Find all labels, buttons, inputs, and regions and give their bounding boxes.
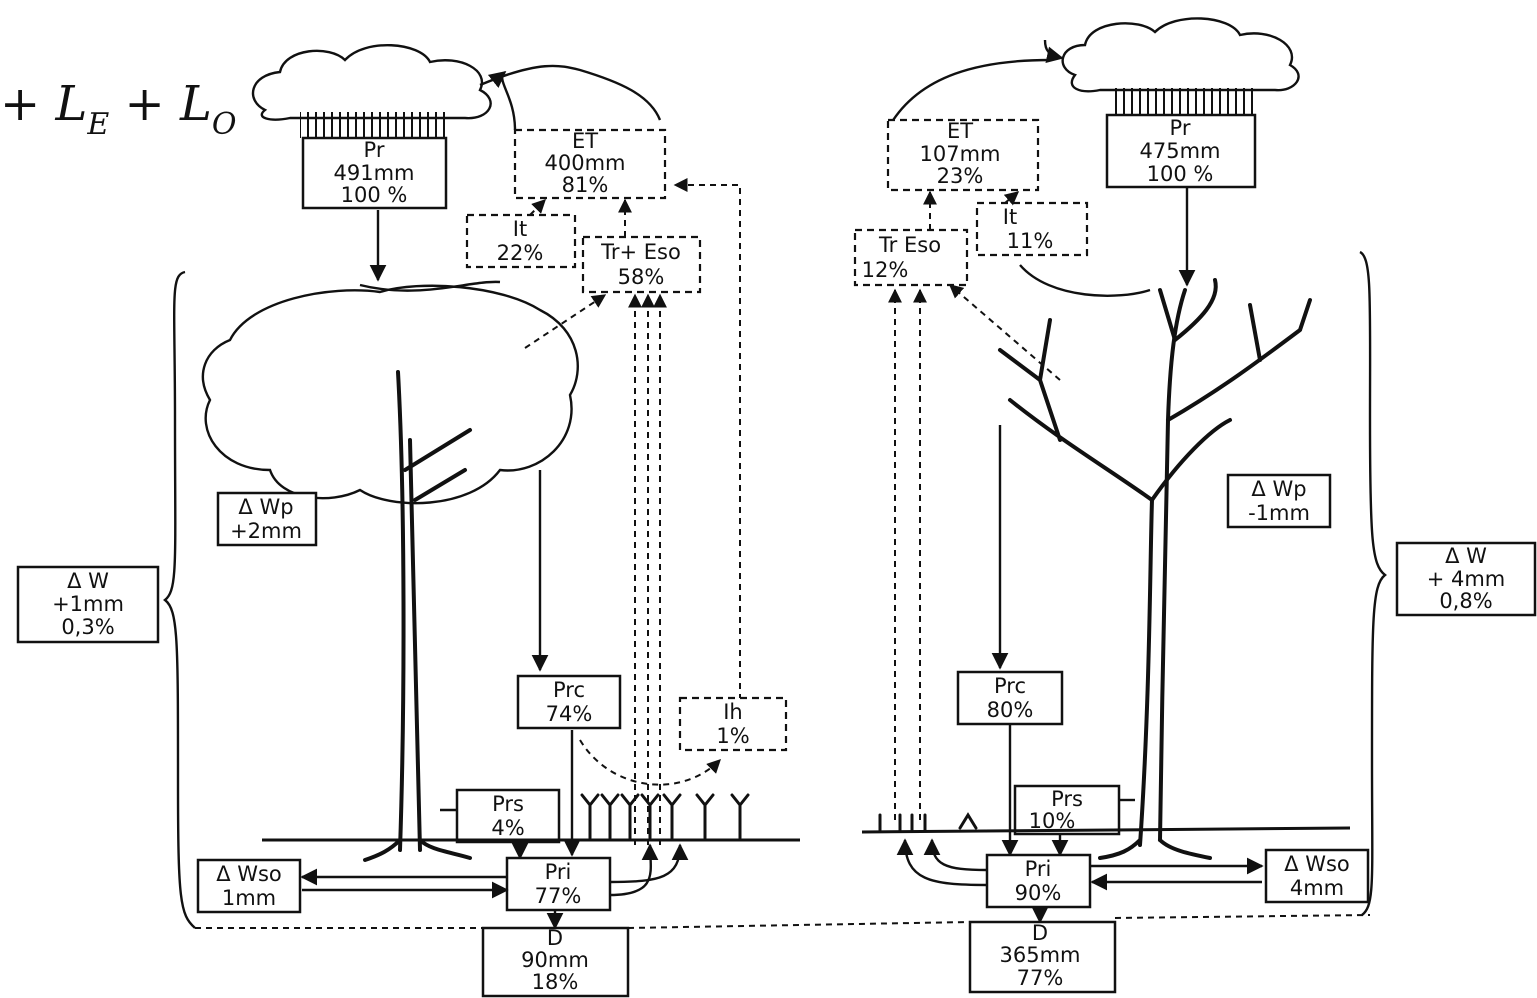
right-pr-pct: 100 % [1147, 162, 1214, 186]
right-dwp-label: Δ Wp [1251, 477, 1306, 501]
left-pri-pct: 77% [535, 884, 582, 908]
right-tr-label: Tr Eso [878, 233, 941, 257]
left-dwp-mm: +2mm [230, 519, 302, 543]
left-dw-mm: +1mm [52, 592, 124, 616]
left-et-pct: 81% [562, 173, 609, 197]
left-understory-icon [582, 795, 748, 838]
right-dwso-mm: 4mm [1290, 876, 1344, 900]
left-et-mm: 400mm [545, 151, 626, 175]
left-dwso-label: Δ Wso [216, 862, 282, 886]
left-d-mm: 90mm [521, 948, 589, 972]
right-prc-pct: 80% [987, 698, 1034, 722]
right-et-label: ET [947, 119, 973, 143]
left-cloud-icon [253, 45, 491, 119]
left-d-pct: 18% [532, 970, 579, 994]
right-dwso-label: Δ Wso [1284, 852, 1350, 876]
right-it-pct: 11% [1007, 229, 1054, 253]
left-dw-label: Δ W [67, 569, 109, 593]
left-d-label: D [547, 926, 563, 950]
equation-fragment: + LE + LO [0, 76, 236, 142]
right-prc-label: Prc [994, 674, 1026, 698]
left-stand: Pr 491mm 100 % ET 400mm 81% It 22% Tr+ E… [18, 45, 800, 996]
right-pri-label: Pri [1025, 857, 1052, 881]
right-stand: ET 107mm 23% Pr 475mm 100 % It 11% Tr Es… [855, 18, 1535, 992]
left-prs-pct: 4% [491, 816, 524, 840]
right-dw-pct: 0,8% [1439, 589, 1492, 613]
right-et-pct: 23% [937, 164, 984, 188]
left-pr-label: Pr [364, 138, 385, 162]
right-et-mm: 107mm [920, 142, 1001, 166]
right-pr-label: Pr [1170, 116, 1191, 140]
right-d-mm: 365mm [1000, 943, 1081, 967]
left-pri-label: Pri [545, 860, 572, 884]
right-dwp-mm: -1mm [1248, 501, 1310, 525]
left-it-pct: 22% [497, 241, 544, 265]
right-cloud-icon [1063, 18, 1299, 91]
left-dwso-mm: 1mm [222, 886, 276, 910]
right-dw-label: Δ W [1445, 544, 1487, 568]
left-prs-label: Prs [492, 792, 524, 816]
left-rain-icon [300, 112, 445, 138]
right-d-pct: 77% [1017, 966, 1064, 990]
right-prs-label: Prs [1051, 787, 1083, 811]
left-ih-label: Ih [723, 700, 743, 724]
right-dw-mm: + 4mm [1427, 567, 1506, 591]
right-it-label: It [1003, 205, 1017, 229]
right-d-label: D [1032, 921, 1048, 945]
left-et-label: ET [572, 129, 598, 153]
left-prc-label: Prc [553, 678, 585, 702]
right-bare-tree-icon [1000, 280, 1310, 858]
left-pr-mm: 491mm [334, 161, 415, 185]
left-dw-pct: 0,3% [61, 615, 114, 639]
left-prc-pct: 74% [546, 702, 593, 726]
right-pri-pct: 90% [1015, 881, 1062, 905]
right-rain-icon [1112, 88, 1257, 114]
left-ih-pct: 1% [716, 724, 749, 748]
left-tree-crown-icon [203, 286, 578, 503]
left-pr-pct: 100 % [341, 183, 408, 207]
right-pr-mm: 475mm [1140, 139, 1221, 163]
left-tr-label: Tr+ Eso [600, 240, 681, 264]
left-dwp-label: Δ Wp [238, 495, 293, 519]
left-tr-pct: 58% [618, 265, 665, 289]
right-tr-pct: 12% [862, 258, 909, 282]
left-it-label: It [513, 217, 527, 241]
